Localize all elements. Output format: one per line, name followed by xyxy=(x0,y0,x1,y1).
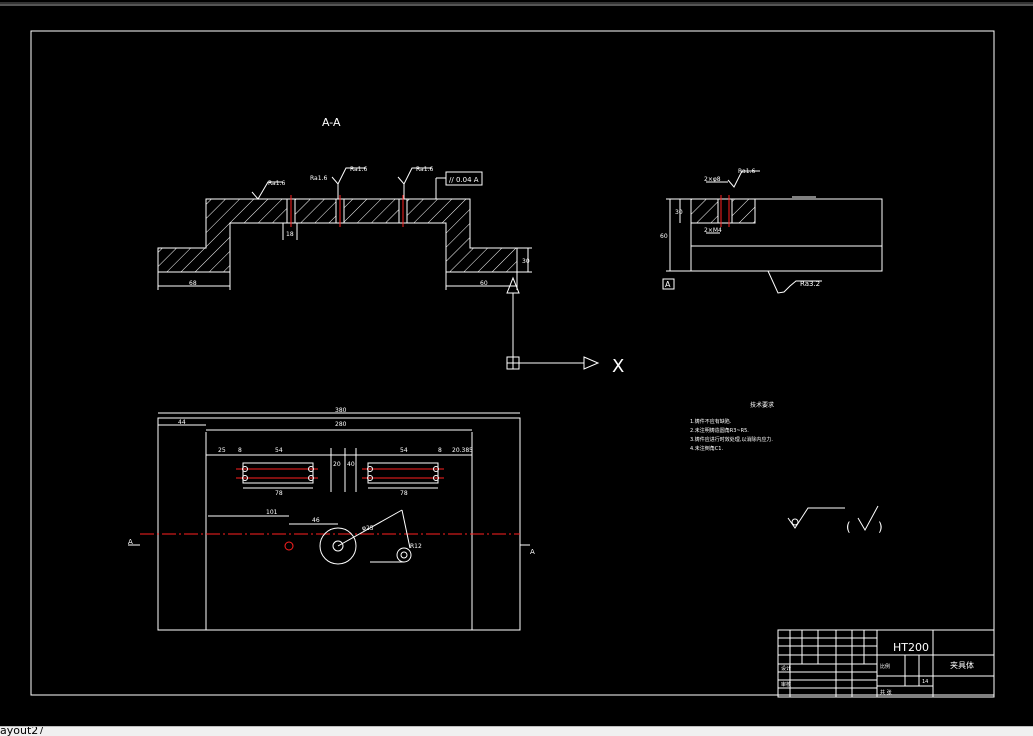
dim-101: 101 xyxy=(266,509,278,516)
dim-40: 40 xyxy=(347,461,355,468)
side-dim-bottom: 2×M4 xyxy=(704,227,722,234)
dim-78b: 78 xyxy=(400,490,408,497)
title-checker-label: 审核 xyxy=(781,681,791,688)
dim-8b: 8 xyxy=(438,447,442,454)
section-marker-right: A xyxy=(530,548,535,556)
datum-a: A xyxy=(665,280,671,289)
dim-25: 25 xyxy=(218,447,226,454)
roughness-3: Ra1.6 xyxy=(416,166,433,173)
dim-phi: φ25 xyxy=(362,525,374,532)
roughness-summary-symbol: ( ) xyxy=(787,505,883,534)
side-roughness-bottom: Ra3.2 xyxy=(800,280,820,288)
side-dim-h1: 30 xyxy=(675,209,683,216)
notes-line-1: 1.铸件不应有缺陷. xyxy=(690,418,732,425)
dim-46: 46 xyxy=(312,517,320,524)
dim-inner: 280 xyxy=(335,421,347,428)
title-designer-label: 设计 xyxy=(781,665,791,672)
plan-view xyxy=(128,412,530,631)
dim-left-offset: 44 xyxy=(178,419,186,426)
dim-54b: 54 xyxy=(400,447,408,454)
dim-right: 60 xyxy=(480,280,488,287)
material-label: HT200 xyxy=(893,641,929,654)
section-label: A-A xyxy=(322,116,341,129)
roughness-1: Ra1.6 xyxy=(268,180,285,187)
svg-text:): ) xyxy=(878,520,883,534)
section-view xyxy=(157,167,532,290)
layout2-tab[interactable]: ayout2 xyxy=(0,726,39,736)
side-dim-h2: 60 xyxy=(660,233,668,240)
title-sheets-label: 共 张 xyxy=(880,689,892,696)
dim-54a: 54 xyxy=(275,447,283,454)
notes-line-3: 3.铸件应进行时效处理,以消除内应力. xyxy=(690,436,773,443)
side-dim-top: 2×φ8 xyxy=(704,176,721,183)
dim-20: 20 xyxy=(333,461,341,468)
roughness-2: Ra1.6 xyxy=(350,166,367,173)
drawing-border xyxy=(30,30,995,696)
title-block xyxy=(777,629,995,698)
roughness-4: Ra1.6 xyxy=(310,175,327,182)
dim-8a: 8 xyxy=(238,447,242,454)
side-view xyxy=(662,170,883,294)
svg-text:(: ( xyxy=(846,520,851,534)
dim-g: 20.385 xyxy=(452,447,473,454)
notes-line-2: 2.未注明铸造圆角R3~R5. xyxy=(690,427,749,434)
dim-slot: 18 xyxy=(286,231,294,238)
dim-total: 380 xyxy=(335,407,347,414)
tolerance-frame: // 0.04 A xyxy=(449,176,479,184)
title-qty: 14 xyxy=(922,679,928,685)
tab-arrow-icon[interactable]: / xyxy=(40,726,44,736)
dim-height: 30 xyxy=(522,258,530,265)
x-axis-label: X xyxy=(612,356,624,377)
notes-title: 技术要求 xyxy=(750,401,774,409)
section-marker-left: A xyxy=(128,538,133,546)
notes-line-4: 4.未注倒角C1. xyxy=(690,445,723,452)
dim-r12: R12 xyxy=(410,543,422,550)
part-name: 夹具体 xyxy=(950,660,974,670)
title-scale-label: 比例 xyxy=(880,663,890,670)
dim-left: 68 xyxy=(189,280,197,287)
side-roughness: Ra1.6 xyxy=(738,168,755,175)
dim-78a: 78 xyxy=(275,490,283,497)
layout-tab-strip: ayout2 / xyxy=(0,726,1033,736)
ucs-icon xyxy=(506,276,600,370)
